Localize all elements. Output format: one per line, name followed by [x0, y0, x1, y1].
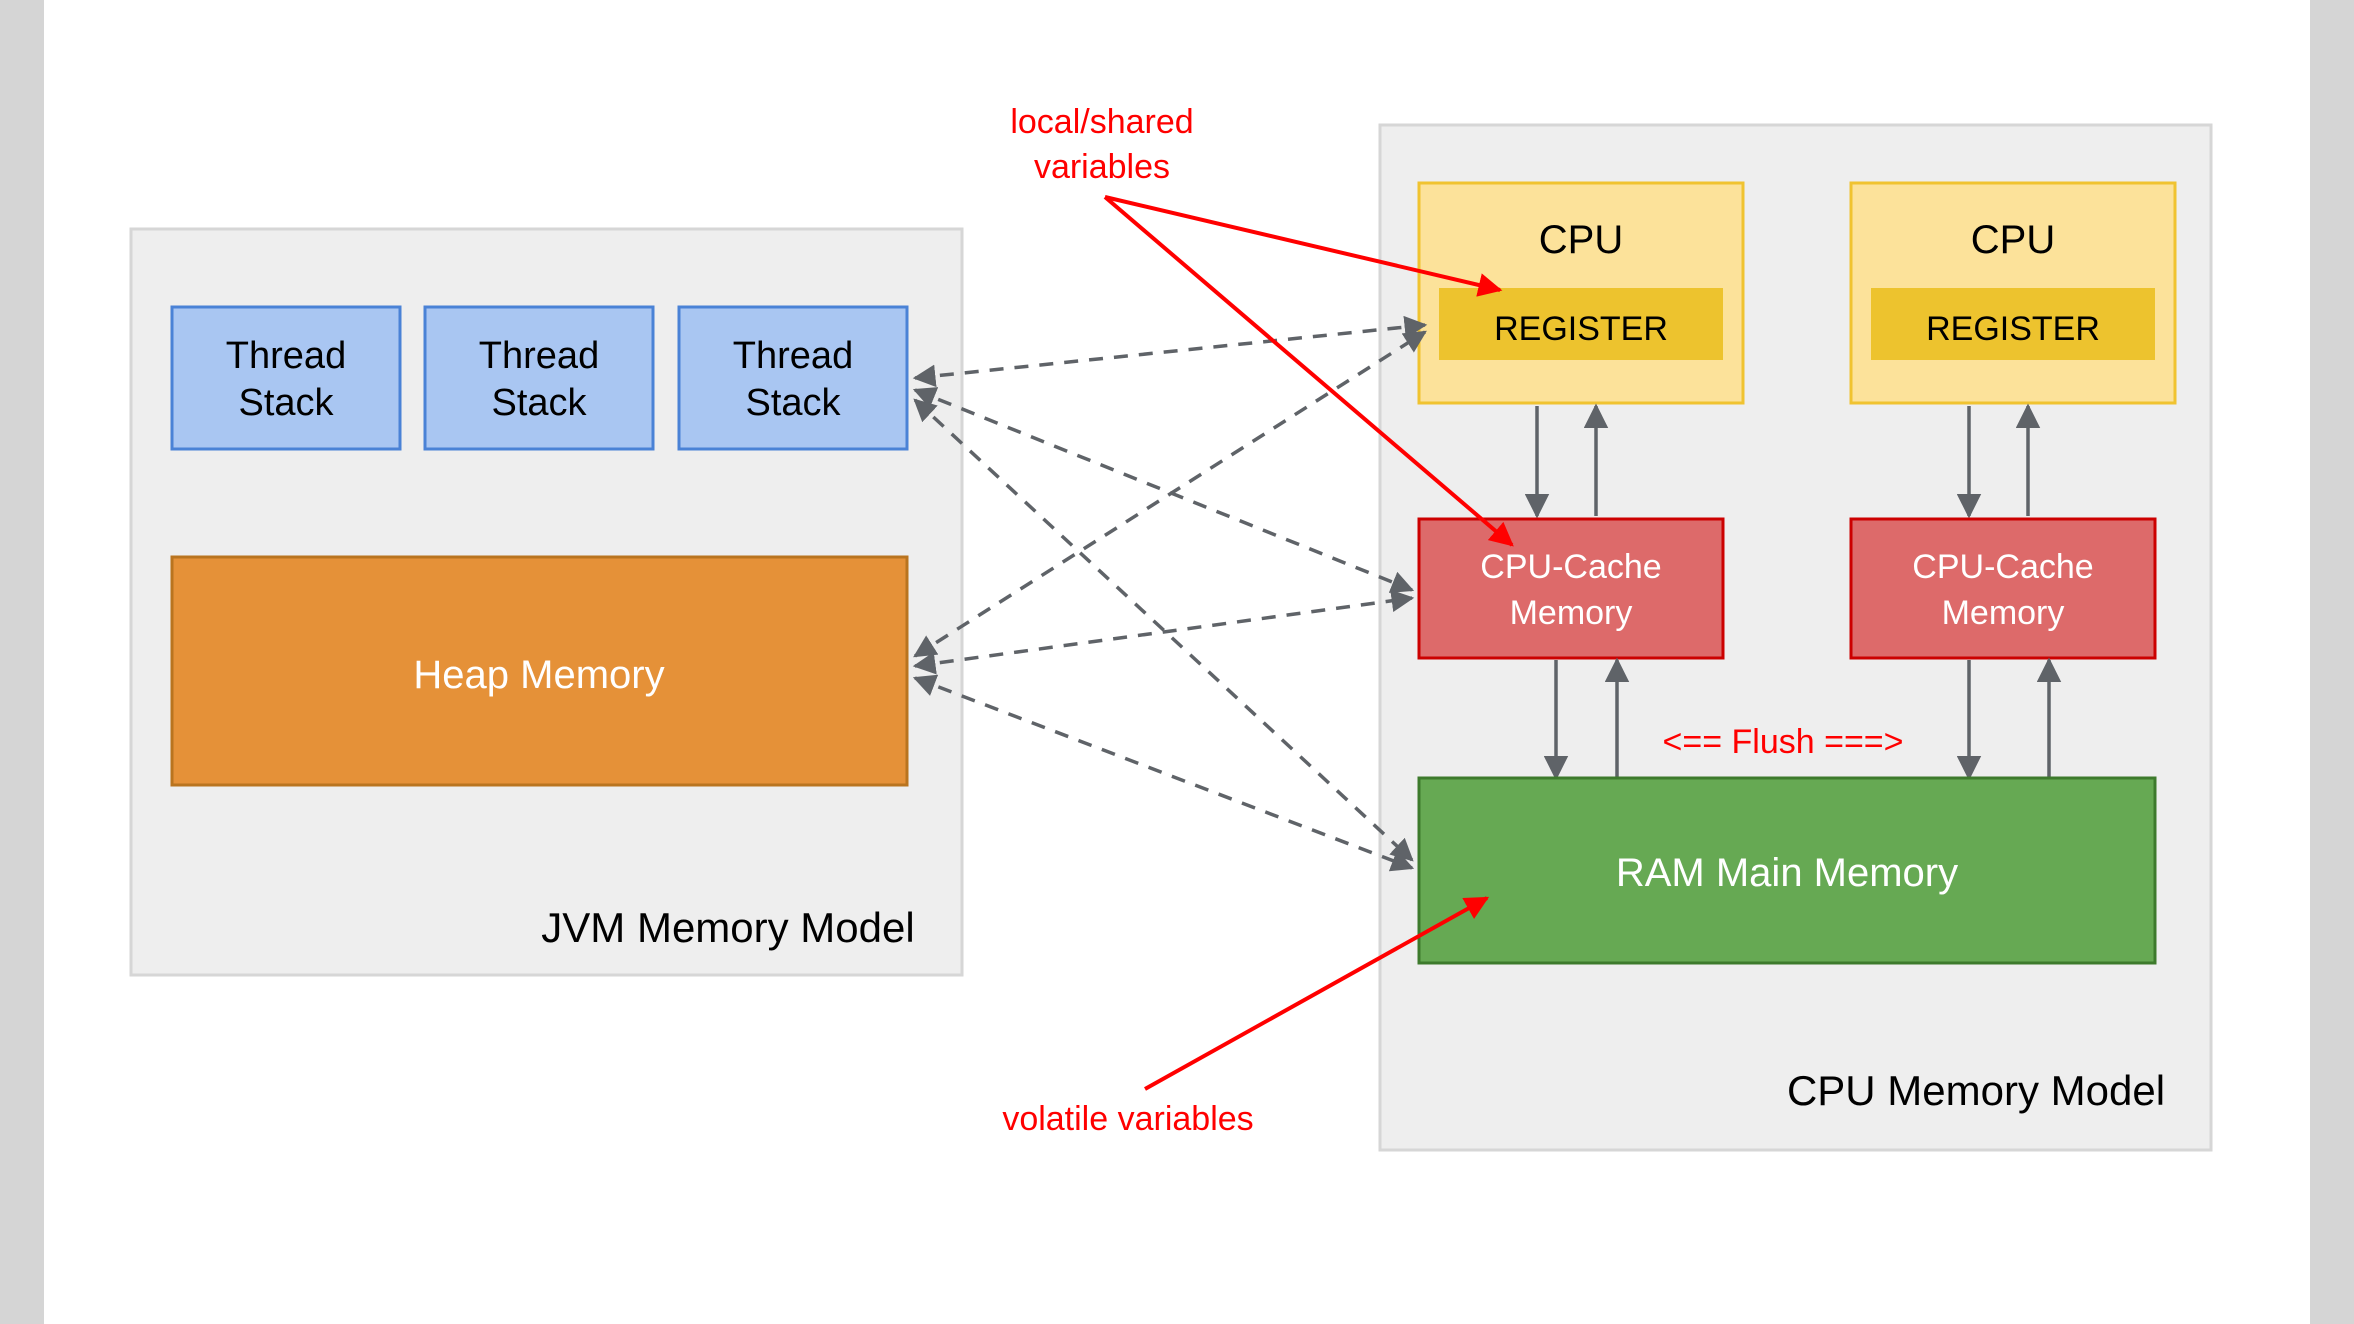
- register-label-1: REGISTER: [1494, 310, 1668, 348]
- thread-stack-label-1-line2: Stack: [238, 382, 334, 424]
- register-rect-1[interactable]: [1439, 288, 1723, 360]
- volatile-to-ram-arrow: [1144, 896, 1490, 1091]
- thread-stack-label-3-line2: Stack: [745, 382, 841, 424]
- jvm-memory-model-panel: Thread Stack Thread Stack Thread Stack H…: [129, 227, 964, 977]
- cpu-memory-model-panel: CPU REGISTER CPU REGISTER CPU-Cache: [1378, 123, 2213, 1152]
- volatile-variables-annotation: volatile variables: [1002, 896, 1490, 1138]
- thread-stack-label-2-line2: Stack: [491, 382, 587, 424]
- thread-stack-rect-2[interactable]: [423, 305, 655, 451]
- ram-main-memory-box[interactable]: RAM Main Memory: [1417, 776, 2157, 965]
- cpu-box-1[interactable]: CPU REGISTER: [1417, 181, 1745, 405]
- local-shared-variables-label-line1: local/shared: [1010, 103, 1193, 141]
- cpu-cache-memory-box-2[interactable]: CPU-Cache Memory: [1849, 517, 2157, 660]
- thread-stack-to-cache-connector: [912, 387, 1415, 593]
- cpu-cache-label-2-line2: Memory: [1942, 594, 2065, 632]
- thread-stack-label-2-line1: Thread: [479, 335, 599, 377]
- cpu-cache-label-2-line1: CPU-Cache: [1912, 548, 2093, 586]
- cpu-box-2[interactable]: CPU REGISTER: [1849, 181, 2177, 405]
- heap-memory-box[interactable]: Heap Memory: [170, 555, 909, 787]
- jvm-panel-title: JVM Memory Model: [541, 904, 914, 951]
- heap-to-cache-connector: [912, 589, 1415, 675]
- heap-memory-rect[interactable]: [170, 555, 909, 787]
- local-shared-to-cache-arrow: [1103, 195, 1514, 547]
- volatile-variables-label: volatile variables: [1002, 1100, 1253, 1138]
- thread-stack-rect-3[interactable]: [677, 305, 909, 451]
- cpu-label-2: CPU: [1971, 218, 2055, 262]
- cpu-cache-memory-box-1[interactable]: CPU-Cache Memory: [1417, 517, 1725, 660]
- heap-memory-label: Heap Memory: [413, 653, 664, 697]
- cpu-label-1: CPU: [1539, 218, 1623, 262]
- local-shared-variables-label-line2: variables: [1034, 148, 1170, 186]
- thread-stack-to-register-connector: [912, 315, 1428, 388]
- register-rect-2[interactable]: [1871, 288, 2155, 360]
- cpu-cache-rect-1[interactable]: [1417, 517, 1725, 660]
- thread-stack-rect-1[interactable]: [170, 305, 402, 451]
- jvm-cpu-dashed-connectors: [912, 315, 1428, 872]
- thread-stack-label-1-line1: Thread: [226, 335, 346, 377]
- thread-stack-to-ram-connector: [913, 398, 1414, 862]
- register-label-2: REGISTER: [1926, 310, 2100, 348]
- cpu-cache-label-1-line1: CPU-Cache: [1480, 548, 1661, 586]
- cpu-cache-rect-2[interactable]: [1849, 517, 2157, 660]
- thread-stack-label-3-line1: Thread: [733, 335, 853, 377]
- thread-stack-box-2[interactable]: Thread Stack: [423, 305, 655, 451]
- thread-stack-box-3[interactable]: Thread Stack: [677, 305, 909, 451]
- cpu-panel-title: CPU Memory Model: [1787, 1067, 2165, 1114]
- heap-to-ram-connector: [912, 674, 1415, 872]
- local-shared-to-register-arrow: [1104, 195, 1503, 297]
- local-shared-variables-annotation: local/shared variables: [1010, 103, 1514, 547]
- cpu-cache-label-1-line2: Memory: [1510, 594, 1633, 632]
- flush-label: <== Flush ===>: [1662, 723, 1903, 761]
- ram-main-memory-rect[interactable]: [1417, 776, 2157, 965]
- ram-main-memory-label: RAM Main Memory: [1616, 851, 1958, 895]
- thread-stack-box-1[interactable]: Thread Stack: [170, 305, 402, 451]
